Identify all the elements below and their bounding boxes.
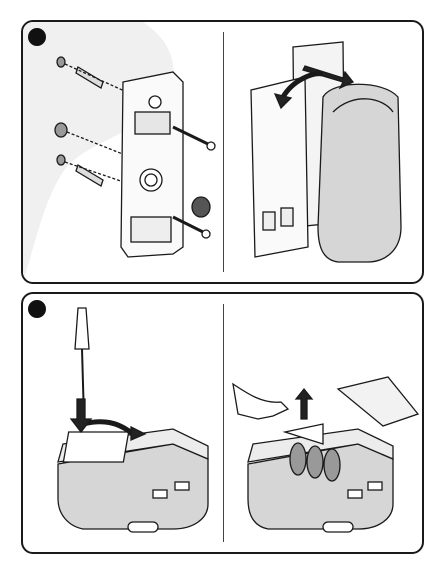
up-arrow-icon bbox=[296, 389, 312, 419]
sensor-housing bbox=[318, 84, 401, 262]
battery-cover bbox=[338, 377, 418, 426]
insert-batteries-illustration bbox=[23, 294, 424, 554]
battery-icon bbox=[290, 443, 340, 481]
step-2-panel bbox=[21, 292, 424, 554]
attach-housing-illustration bbox=[23, 22, 424, 284]
step-1-panel bbox=[21, 20, 424, 284]
hand-icon bbox=[233, 384, 288, 419]
